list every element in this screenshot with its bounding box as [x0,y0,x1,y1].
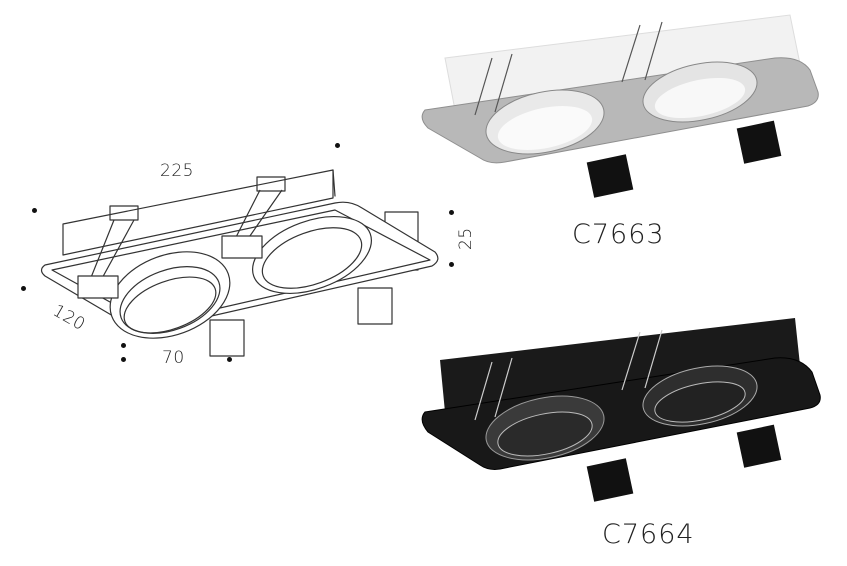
dimension-cutout: 70 [162,348,185,368]
product-code-white: C7663 [572,219,665,250]
dimension-marker [335,143,340,148]
product-code-black: C7664 [602,519,695,550]
dimension-marker [121,357,126,362]
dimension-length: 225 [160,161,194,181]
dimension-marker [449,210,454,215]
dimension-marker [32,208,37,213]
dimension-marker [449,262,454,267]
dimension-marker [21,286,26,291]
dimension-marker [227,357,232,362]
dimension-marker [121,343,126,348]
